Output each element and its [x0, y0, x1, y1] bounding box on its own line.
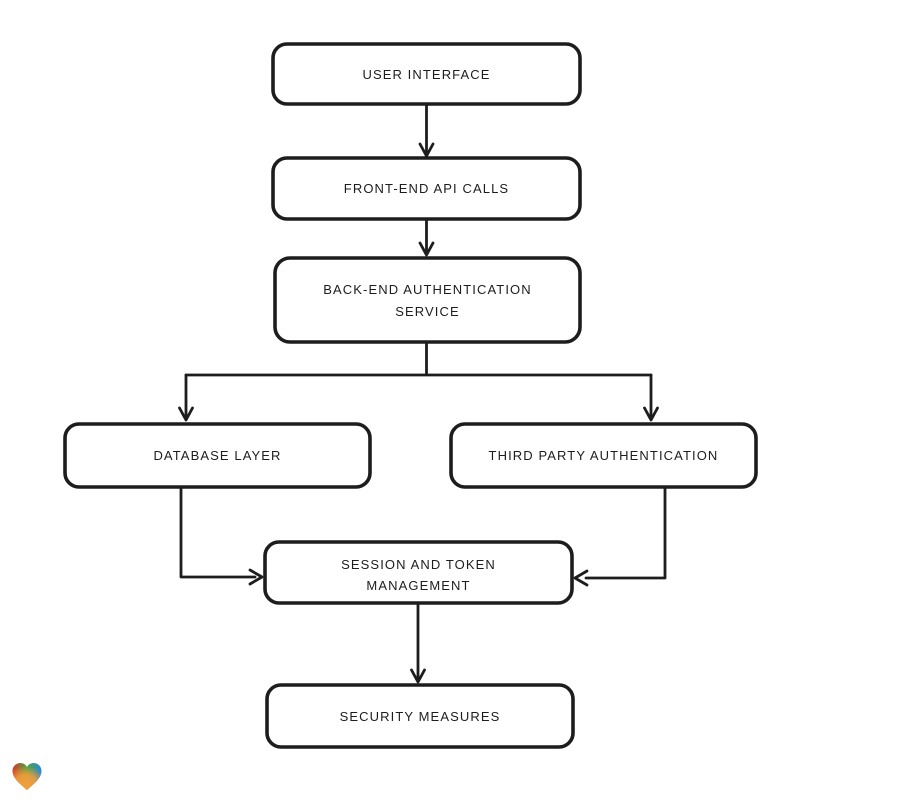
arrowhead-down	[410, 668, 426, 684]
eraser-heart-logo	[12, 763, 42, 790]
node-session-and-token-management: SESSION AND TOKEN MANAGEMENT	[263, 540, 574, 605]
session-and-token-management-box	[263, 540, 574, 605]
front-end-api-calls-box	[271, 156, 582, 221]
node-user-interface: USER INTERFACE	[271, 42, 582, 106]
session-and-token-management-label-line1: SESSION AND TOKEN	[341, 557, 496, 572]
front-end-api-calls-label: FRONT-END API CALLS	[344, 181, 509, 196]
user-interface-box	[271, 42, 582, 106]
arrowhead-down	[643, 406, 659, 422]
security-measures-label: SECURITY MEASURES	[340, 709, 501, 724]
node-front-end-api-calls: FRONT-END API CALLS	[271, 156, 582, 221]
edge-user-interface-to-front-end	[418, 102, 435, 158]
user-interface-label: USER INTERFACE	[362, 67, 490, 82]
arrowhead-down	[418, 241, 435, 257]
arrowhead-left	[573, 569, 589, 587]
session-and-token-management-label-line2: MANAGEMENT	[366, 578, 470, 593]
edge-front-end-to-back-end	[418, 217, 435, 257]
third-party-authentication-box	[449, 422, 758, 489]
edge-line	[179, 485, 257, 579]
edge-line	[584, 485, 667, 580]
back-end-authentication-service-label-line2: SERVICE	[395, 304, 460, 319]
edge-back-end-branch	[178, 340, 659, 422]
database-layer-box	[63, 422, 372, 489]
arrowhead-right	[248, 568, 264, 586]
node-database-layer: DATABASE LAYER	[63, 422, 372, 489]
node-back-end-authentication-service: BACK-END AUTHENTICATION SERVICE	[273, 256, 582, 344]
database-layer-label: DATABASE LAYER	[153, 448, 281, 463]
third-party-authentication-label: THIRD PARTY AUTHENTICATION	[489, 448, 719, 463]
back-end-authentication-service-box	[273, 256, 582, 344]
arrowhead-down	[178, 406, 194, 422]
edge-third-party-to-session	[573, 485, 667, 587]
security-measures-box	[265, 683, 575, 749]
arrowhead-down	[418, 142, 435, 158]
node-third-party-authentication: THIRD PARTY AUTHENTICATION	[449, 422, 758, 489]
heart-icon-orange-overlay	[12, 763, 42, 790]
edge-database-to-session	[179, 485, 264, 586]
edge-session-to-security	[410, 601, 426, 684]
branch-rail	[184, 340, 653, 377]
back-end-authentication-service-label-line1: BACK-END AUTHENTICATION	[323, 282, 532, 297]
node-security-measures: SECURITY MEASURES	[265, 683, 575, 749]
